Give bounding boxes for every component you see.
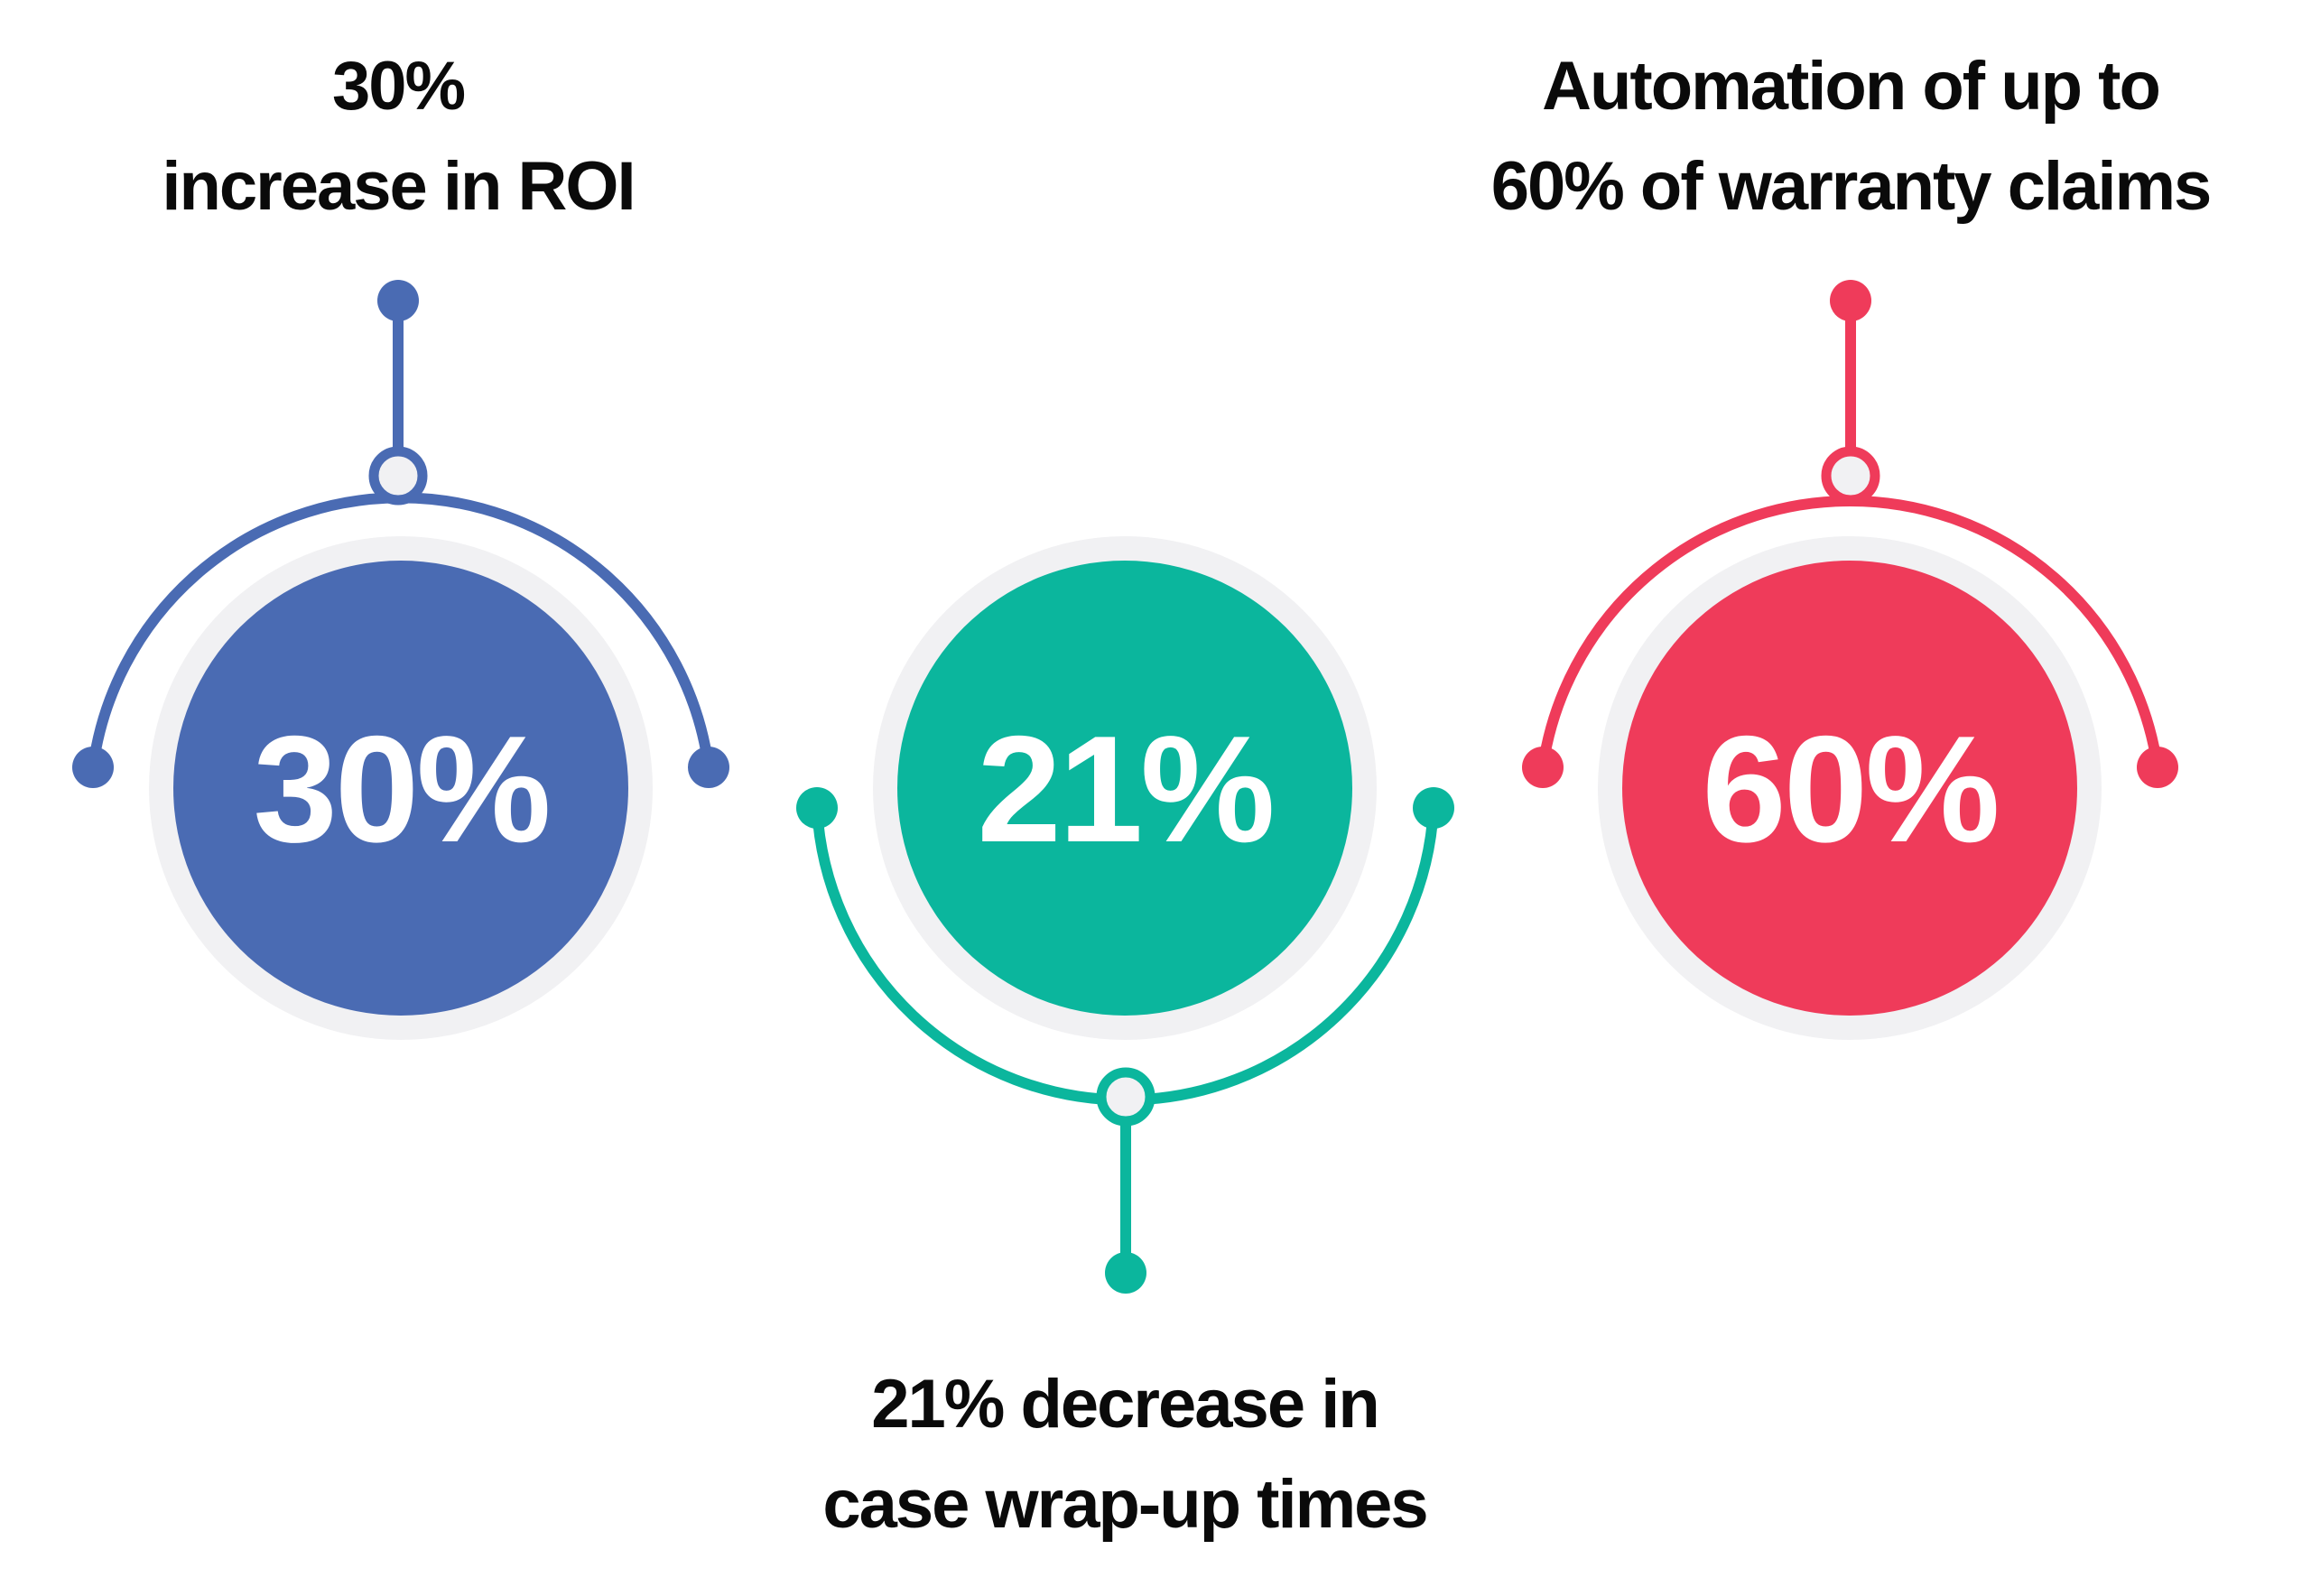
caption-line: 60% of warranty claims <box>1490 148 2213 225</box>
caption-line: case wrap-up times <box>822 1466 1428 1543</box>
caption-line: increase in ROI <box>162 148 636 225</box>
value-circle <box>173 561 628 1016</box>
caption-line: 21% decrease in <box>871 1366 1380 1443</box>
caption-line: Automation of up to <box>1542 48 2161 125</box>
left-endpoint-dot-icon <box>1522 747 1564 788</box>
stat-roi: 30% <box>72 280 729 1040</box>
junction-node-icon <box>1096 1067 1156 1127</box>
right-endpoint-dot-icon <box>2137 747 2178 788</box>
right-endpoint-dot-icon <box>688 747 729 788</box>
stat-warranty-claims: 60% <box>1522 280 2178 1040</box>
stat-value: 21% <box>977 704 1272 874</box>
value-circle <box>897 561 1352 1016</box>
stat-value: 60% <box>1702 704 1997 874</box>
left-endpoint-dot-icon <box>72 747 114 788</box>
bottom-endpoint-dot-icon <box>1105 1252 1146 1294</box>
caption-case-wrap-up: 21% decrease in case wrap-up times <box>822 1354 1428 1554</box>
caption-line: 30% <box>331 48 466 125</box>
top-endpoint-dot-icon <box>377 280 419 321</box>
left-endpoint-dot-icon <box>796 787 838 829</box>
caption-roi: 30% increase in ROI <box>162 36 636 237</box>
value-circle <box>1622 561 2077 1016</box>
junction-node-icon <box>1821 446 1880 506</box>
stat-case-wrap-up: 21% <box>796 536 1454 1294</box>
right-endpoint-dot-icon <box>1413 787 1454 829</box>
top-endpoint-dot-icon <box>1830 280 1871 321</box>
stat-value: 30% <box>253 704 548 874</box>
junction-node-icon <box>368 446 428 506</box>
caption-warranty-claims: Automation of up to 60% of warranty clai… <box>1490 36 2213 237</box>
